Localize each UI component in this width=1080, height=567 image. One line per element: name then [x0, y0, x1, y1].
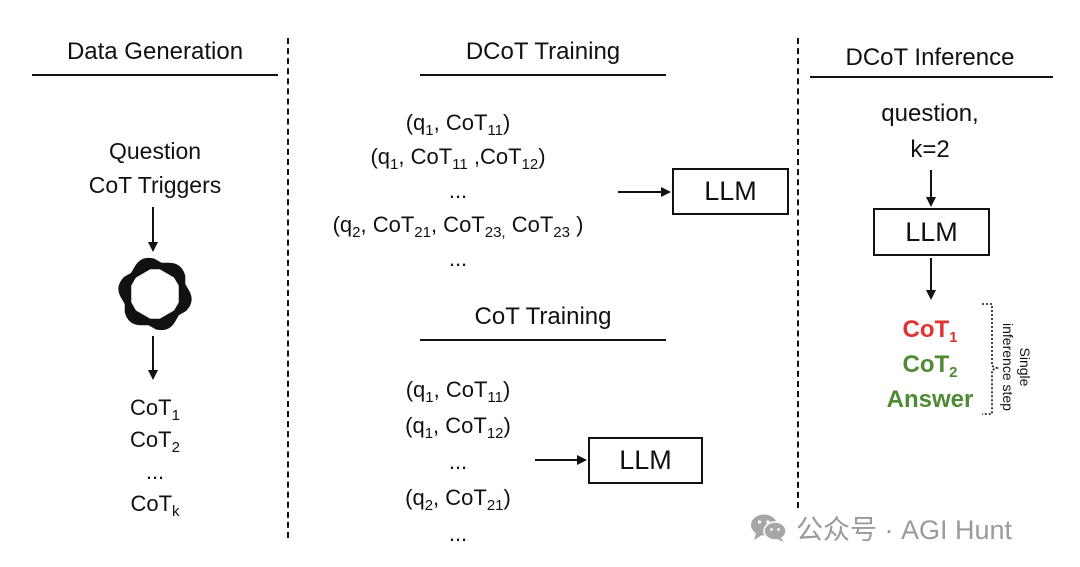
text-segment: , CoT — [430, 212, 485, 237]
wechat-icon — [751, 514, 787, 542]
generated-cot-text: CoT — [130, 491, 173, 516]
subscript: 2 — [352, 224, 361, 241]
text-segment: ... — [448, 521, 468, 546]
text-segment: ... — [448, 246, 468, 271]
dcot-inference-title: DCoT Inference — [845, 44, 1015, 71]
inference-output-text: Answer — [886, 386, 974, 413]
inference-output-item: CoT2 — [860, 347, 1000, 382]
generated-cot-text: CoT — [130, 427, 172, 452]
inference-output-item: Answer — [860, 382, 1000, 417]
text-segment: , CoT — [433, 485, 487, 510]
subscript: 1 — [171, 407, 180, 424]
inference-question-label: question, — [881, 100, 979, 127]
text-segment: ... — [448, 178, 468, 203]
subscript: 2 — [424, 497, 434, 514]
subscript: 2 — [949, 364, 958, 381]
text-segment: (q — [405, 485, 425, 510]
cot-training-llm-box: LLM — [588, 437, 703, 484]
subscript: 11 — [487, 122, 503, 139]
cot-triggers-label: CoT Triggers — [88, 172, 222, 198]
generated-cot-item: CoTk — [55, 488, 255, 520]
subscript: 23, — [484, 224, 506, 241]
subscript: k — [172, 503, 180, 520]
subscript: 21 — [414, 224, 431, 241]
text-segment: CoT — [505, 212, 554, 237]
generated-cot-item: CoT2 — [55, 424, 255, 456]
subscript: 11 — [452, 156, 468, 173]
cot-training-title: CoT Training — [474, 303, 612, 330]
watermark-text: 公众号 · AGI Hunt — [796, 515, 1013, 545]
subscript: 1 — [425, 389, 434, 406]
generated-cot-item: ... — [55, 456, 255, 488]
dcot-training-samples: (q1, CoT11)(q1, CoT11 ,CoT12)...(q2, CoT… — [298, 106, 618, 276]
watermark: 公众号 · AGI Hunt — [750, 508, 1012, 547]
dcot-inference-inputs: question, k=2 — [830, 96, 1030, 168]
text-segment: , CoT — [398, 144, 453, 169]
generated-cot-text: ... — [145, 459, 165, 484]
text-segment: (q — [405, 413, 425, 438]
subscript: 12 — [521, 156, 539, 173]
text-segment: (q — [370, 144, 391, 169]
data-generation-title: Data Generation — [66, 38, 244, 65]
text-segment: ) — [502, 377, 511, 402]
text-segment: (q — [405, 377, 426, 402]
dcot-training-llm-box: LLM — [672, 168, 789, 215]
data-generation-underline — [32, 74, 278, 76]
openai-logo-icon — [118, 257, 192, 331]
dcot-inference-llm-box: LLM — [873, 208, 990, 256]
cot-training-underline — [420, 339, 666, 341]
subscript: 1 — [425, 122, 434, 139]
subscript: 2 — [171, 439, 180, 456]
dcot-inference-underline — [810, 76, 1053, 78]
inference-output-item: CoT1 — [860, 312, 1000, 347]
dcot-training-title: DCoT Training — [465, 38, 621, 65]
text-segment: , CoT — [433, 110, 488, 135]
text-segment: ) — [569, 212, 584, 237]
inference-k-label: k=2 — [910, 136, 950, 163]
dcot-sample-line: (q1, CoT11 ,CoT12) — [298, 140, 618, 174]
cot-sample-line: (q2, CoT21) — [358, 480, 558, 516]
question-label: Question — [108, 138, 202, 164]
text-segment: ... — [448, 449, 468, 474]
subscript: 23 — [553, 224, 570, 241]
cot-sample-line: (q1, CoT12) — [358, 408, 558, 444]
text-segment: ,CoT — [467, 144, 522, 169]
subscript: 1 — [390, 156, 399, 173]
single-step-bracket — [982, 303, 1000, 415]
text-segment: (q — [405, 110, 426, 135]
generated-cot-text: CoT — [130, 395, 172, 420]
dcot-sample-line: (q2, CoT21, CoT23, CoT23 ) — [298, 208, 618, 242]
inference-output-text: CoT — [902, 316, 950, 343]
subscript: 1 — [949, 329, 958, 346]
text-segment: (q — [332, 212, 353, 237]
separator-left — [287, 38, 289, 538]
text-segment: ) — [502, 110, 511, 135]
text-segment: ) — [503, 485, 511, 510]
subscript: 1 — [424, 425, 434, 442]
subscript: 12 — [486, 425, 504, 442]
text-segment: ) — [538, 144, 546, 169]
cot-training-samples: (q1, CoT11)(q1, CoT12)...(q2, CoT21)... — [358, 372, 558, 552]
dcot-sample-line: ... — [298, 242, 618, 276]
data-generation-inputs: Question CoT Triggers — [55, 134, 255, 202]
text-segment: , CoT — [360, 212, 415, 237]
cot-sample-line: (q1, CoT11) — [358, 372, 558, 408]
text-segment: ) — [503, 413, 511, 438]
text-segment: , CoT — [433, 377, 488, 402]
cot-sample-line: ... — [358, 444, 558, 480]
subscript: 11 — [487, 389, 503, 406]
separator-right — [797, 38, 799, 508]
text-segment: , CoT — [433, 413, 487, 438]
generated-cot-item: CoT1 — [55, 392, 255, 424]
cot-sample-line: ... — [358, 516, 558, 552]
dcot-sample-line: (q1, CoT11) — [298, 106, 618, 140]
subscript: 21 — [486, 497, 504, 514]
dcot-sample-line: ... — [298, 174, 618, 208]
dcot-training-underline — [420, 74, 666, 76]
inference-output-text: CoT — [902, 351, 950, 378]
